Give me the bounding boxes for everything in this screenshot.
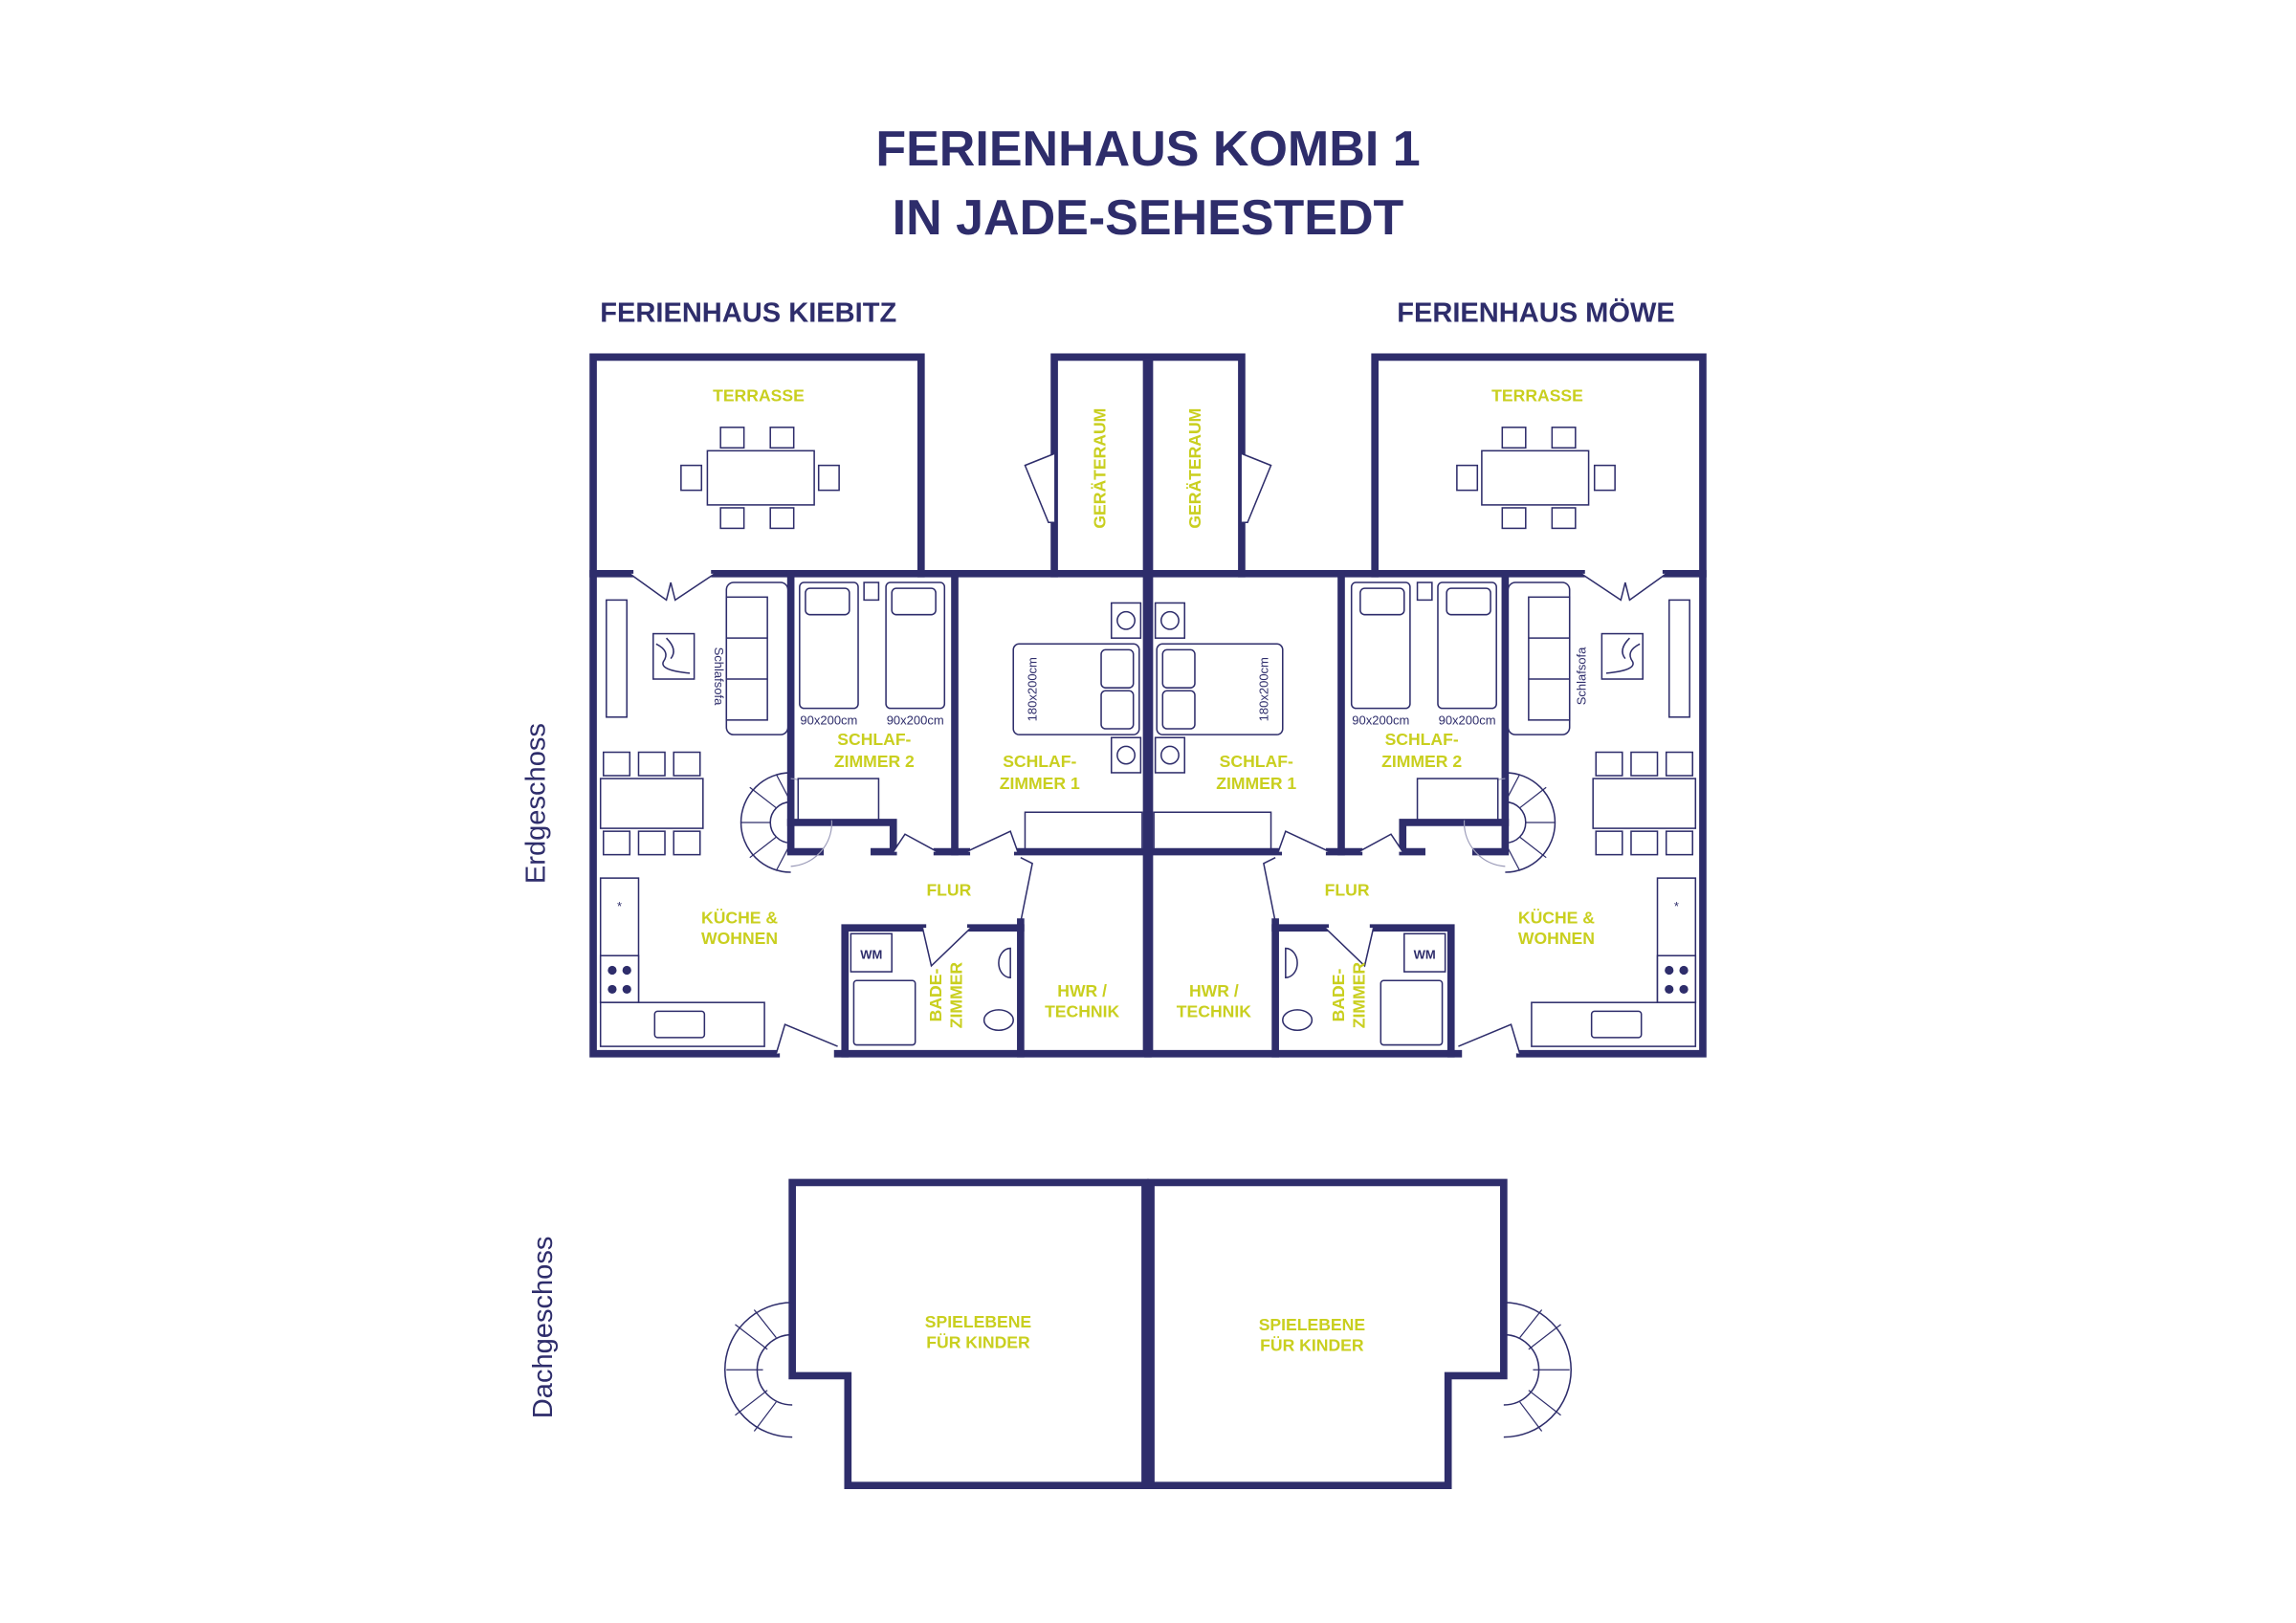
kitchen-counter — [599, 877, 765, 1047]
wardrobe — [1024, 811, 1143, 850]
label-bedroom1-right-2: ZIMMER 1 — [1216, 774, 1296, 793]
house-left-title: FERIENHAUS KIEBITZ — [600, 298, 896, 329]
floor-label-attic: Dachgeschoss — [528, 1237, 559, 1419]
label-utility-right-2: TECHNIK — [1177, 1001, 1251, 1020]
label-bed-right-b: 90x200cm — [1439, 713, 1496, 727]
floor-label-ground: Erdgeschoss — [521, 723, 552, 884]
title-line-2: IN JADE-SEHESTEDT — [893, 190, 1404, 246]
house-left-plan — [589, 353, 1152, 1489]
shed-door — [1024, 452, 1055, 524]
single-beds — [799, 581, 946, 710]
label-bed-right-a: 90x200cm — [1352, 713, 1409, 727]
table-grain — [655, 637, 691, 674]
label-bed-left-b: 90x200cm — [887, 713, 944, 727]
label-sofa-right: Schlafsofa — [1575, 647, 1589, 705]
label-shed-right: GERÄTERAUM — [1185, 408, 1204, 529]
attic-outline — [788, 1178, 1149, 1489]
label-bedroom2-left-2: ZIMMER 2 — [834, 752, 915, 771]
terrace-dining-table — [680, 427, 840, 530]
label-hall-right: FLUR — [1325, 880, 1370, 899]
terrace-outline — [589, 353, 925, 578]
label-kitchen-left-2: WOHNEN — [701, 929, 778, 948]
label-play-left: SPIELEBENE — [925, 1312, 1032, 1331]
label-double-bed-left: 180x200cm — [1026, 657, 1040, 721]
label-play-right: SPIELEBENE — [1259, 1315, 1366, 1334]
house-right-plan — [1148, 357, 1703, 1485]
outer-wall — [589, 570, 781, 1058]
fridge-icon-left: * — [617, 899, 622, 913]
entry-door — [775, 1023, 838, 1054]
label-bedroom2-right-2: ZIMMER 2 — [1381, 752, 1462, 771]
label-bathroom-left-2: ZIMMER — [947, 962, 966, 1029]
label-bedroom2-right: SCHLAF- — [1385, 730, 1459, 749]
attic-staircase — [724, 1302, 793, 1438]
label-bathroom-left: BADE- — [926, 969, 945, 1022]
label-hall-left: FLUR — [926, 880, 971, 899]
label-play-right-2: FÜR KINDER — [1260, 1335, 1364, 1354]
label-play-left-2: FÜR KINDER — [926, 1332, 1030, 1351]
bathroom-door — [921, 927, 972, 968]
label-terrace-left: TERRASSE — [713, 385, 805, 405]
label-wm-right: WM — [1414, 947, 1436, 961]
title-line-1: FERIENHAUS KOMBI 1 — [875, 121, 1420, 177]
wall-bedroom2 — [786, 570, 825, 856]
label-kitchen-right: KÜCHE & — [1518, 909, 1595, 928]
double-bed — [1012, 602, 1143, 850]
sofa — [725, 581, 789, 735]
label-double-bed-right: 180x200cm — [1256, 657, 1270, 721]
house-right-title: FERIENHAUS MÖWE — [1397, 297, 1675, 329]
label-kitchen-right-2: WOHNEN — [1518, 929, 1595, 948]
label-bed-left-a: 90x200cm — [800, 713, 857, 727]
label-shed-left: GERÄTERAUM — [1091, 408, 1110, 529]
patio-door — [629, 573, 716, 602]
label-sofa-left: Schlafsofa — [712, 647, 726, 706]
label-utility-right: HWR / — [1189, 981, 1239, 1000]
label-bathroom-right: BADE- — [1329, 969, 1348, 1022]
label-bedroom1-left: SCHLAF- — [1003, 752, 1076, 771]
bathroom-fixtures — [850, 932, 1014, 1046]
label-bedroom1-right: SCHLAF- — [1220, 752, 1293, 771]
label-wm-left: WM — [860, 947, 882, 961]
label-bedroom2-left: SCHLAF- — [837, 730, 911, 749]
label-terrace-right: TERRASSE — [1491, 385, 1583, 405]
label-utility-left: HWR / — [1057, 981, 1107, 1000]
spiral-staircase — [740, 772, 880, 873]
wall-storage — [786, 819, 897, 856]
door-swings — [893, 830, 1033, 923]
label-bathroom-right-2: ZIMMER — [1349, 962, 1368, 1029]
label-kitchen-left: KÜCHE & — [701, 909, 778, 928]
label-utility-left-2: TECHNIK — [1045, 1001, 1119, 1020]
wall-bathroom — [841, 924, 1025, 1058]
label-bedroom1-left-2: ZIMMER 1 — [1000, 774, 1080, 793]
dining-table — [599, 751, 704, 856]
tv-board — [606, 599, 629, 718]
fridge-icon-right: * — [1674, 899, 1679, 913]
